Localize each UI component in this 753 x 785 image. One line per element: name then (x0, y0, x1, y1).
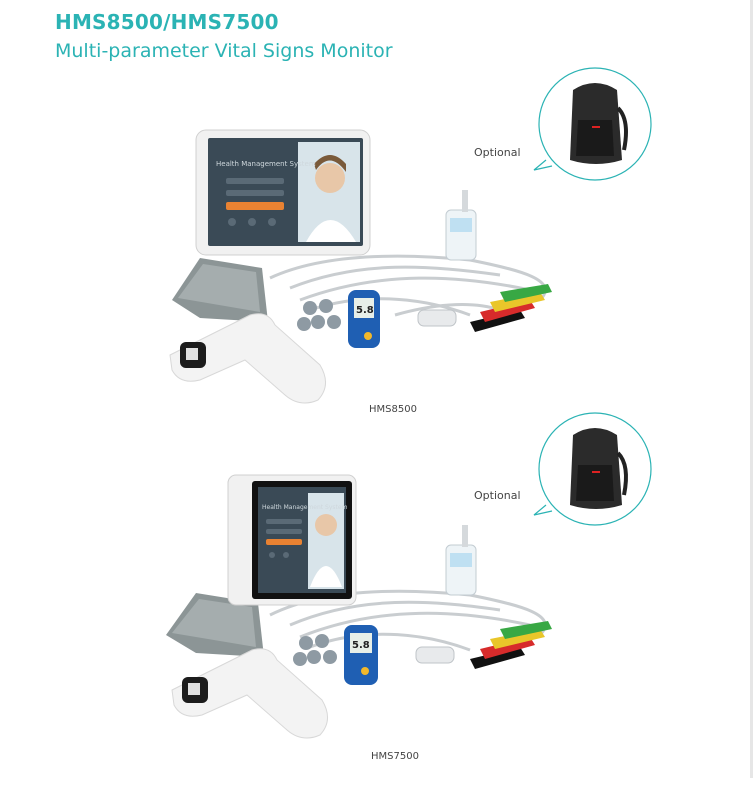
model-label: HMS7500 (371, 751, 419, 762)
ecg-device-icon (445, 190, 477, 261)
spo2-sensor-icon (415, 646, 455, 664)
optional-label: Optional (474, 146, 521, 159)
hms7500-product-image: Health Management System 5.8 (166, 412, 652, 739)
page-subtitle: Multi-parameter Vital Signs Monitor (55, 40, 393, 62)
thermometer-icon (169, 313, 326, 404)
model-label: HMS8500 (369, 404, 417, 415)
page-title: HMS8500/HMS7500 (55, 10, 279, 34)
electrodes-icon (293, 634, 337, 666)
thermometer-icon (171, 648, 328, 739)
tablet-monitor-icon: Health Management System (227, 474, 357, 606)
spo2-sensor-icon (417, 309, 457, 327)
backpack-icon (570, 428, 628, 509)
bp-cuff-icon (166, 593, 264, 657)
product-hms7500: Health Management System 5.8 (0, 405, 753, 785)
hms8500-product-image: Health Management System 5.8 (169, 67, 652, 404)
ecg-clips-icon (470, 621, 552, 669)
tablet-screen-text: Health Management System (216, 160, 316, 168)
glucose-reading: 5.8 (352, 640, 370, 651)
optional-backpack-bubble (533, 67, 652, 181)
ecg-device-icon (445, 525, 477, 596)
ecg-clips-icon (470, 284, 552, 332)
backpack-icon (570, 83, 628, 164)
electrodes-icon (297, 299, 341, 331)
product-hms8500: Health Management System 5.8 (0, 60, 753, 440)
page-edge (750, 0, 753, 778)
tablet-screen-text: Health Management System (262, 504, 348, 511)
glucose-meter-icon: 5.8 (348, 290, 380, 348)
optional-label: Optional (474, 489, 521, 502)
glucose-reading: 5.8 (356, 305, 374, 316)
glucose-meter-icon: 5.8 (344, 625, 378, 685)
bp-cuff-icon (172, 258, 268, 322)
optional-backpack-bubble (533, 412, 652, 526)
tablet-monitor-icon: Health Management System (195, 129, 371, 256)
